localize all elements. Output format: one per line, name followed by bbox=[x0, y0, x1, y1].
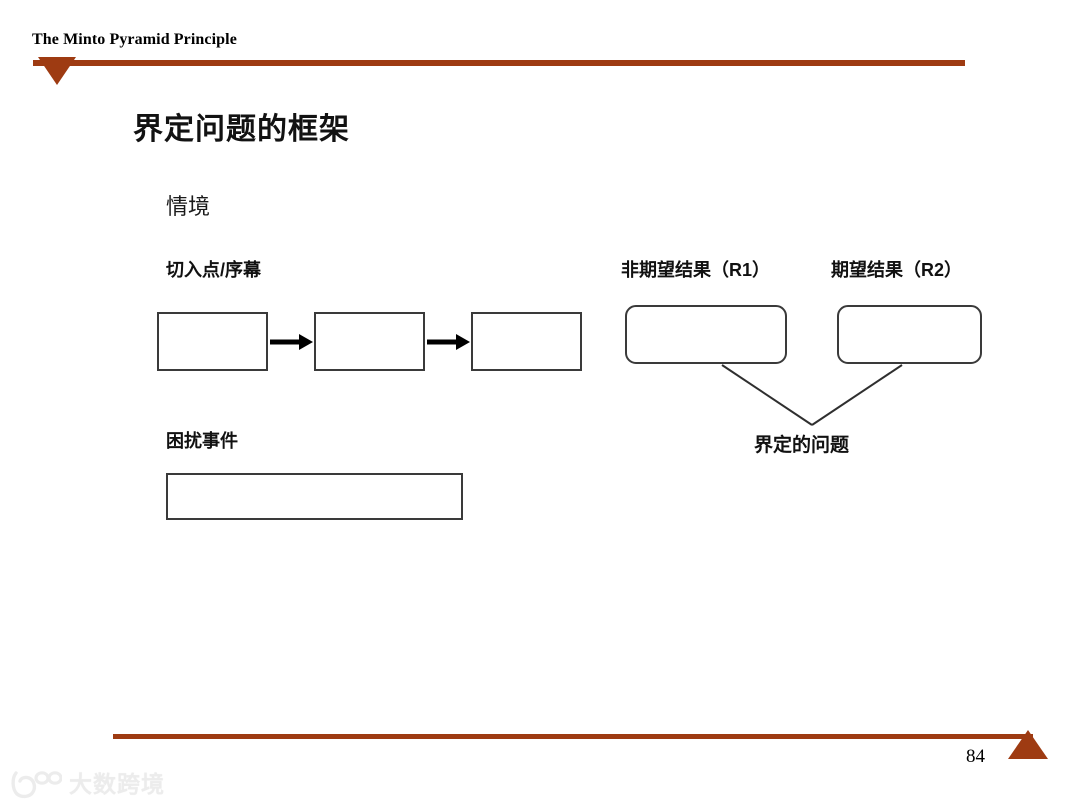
triangle-up-icon bbox=[1008, 730, 1048, 759]
sequence-arrow-2 bbox=[427, 334, 470, 350]
page-number: 84 bbox=[966, 746, 985, 767]
entry-point-label: 切入点/序幕 bbox=[166, 260, 262, 280]
triangle-down-icon bbox=[38, 57, 76, 85]
desired-result-box[interactable] bbox=[837, 305, 982, 364]
header-rule bbox=[33, 60, 965, 66]
desired-result-label: 期望结果（R2） bbox=[831, 260, 963, 280]
hundred-mark-logo-icon bbox=[10, 769, 62, 799]
sequence-box-1[interactable] bbox=[157, 312, 268, 371]
sequence-box-2[interactable] bbox=[314, 312, 425, 371]
defined-problem-label: 界定的问题 bbox=[754, 435, 850, 456]
footer-rule bbox=[113, 734, 1033, 739]
disturbance-box[interactable] bbox=[166, 473, 463, 520]
page-title: 界定问题的框架 bbox=[133, 113, 350, 146]
sequence-arrow-1 bbox=[270, 334, 313, 350]
situation-label: 情境 bbox=[166, 194, 211, 219]
watermark-text: 大数跨境 bbox=[69, 770, 165, 797]
problem-convergence-lines bbox=[721, 364, 903, 426]
disturbance-label: 困扰事件 bbox=[166, 431, 238, 451]
undesired-result-label: 非期望结果（R1） bbox=[621, 260, 771, 280]
sequence-box-3[interactable] bbox=[471, 312, 582, 371]
watermark: 大数跨境 bbox=[10, 769, 165, 799]
undesired-result-box[interactable] bbox=[625, 305, 787, 364]
header-title: The Minto Pyramid Principle bbox=[32, 31, 237, 48]
